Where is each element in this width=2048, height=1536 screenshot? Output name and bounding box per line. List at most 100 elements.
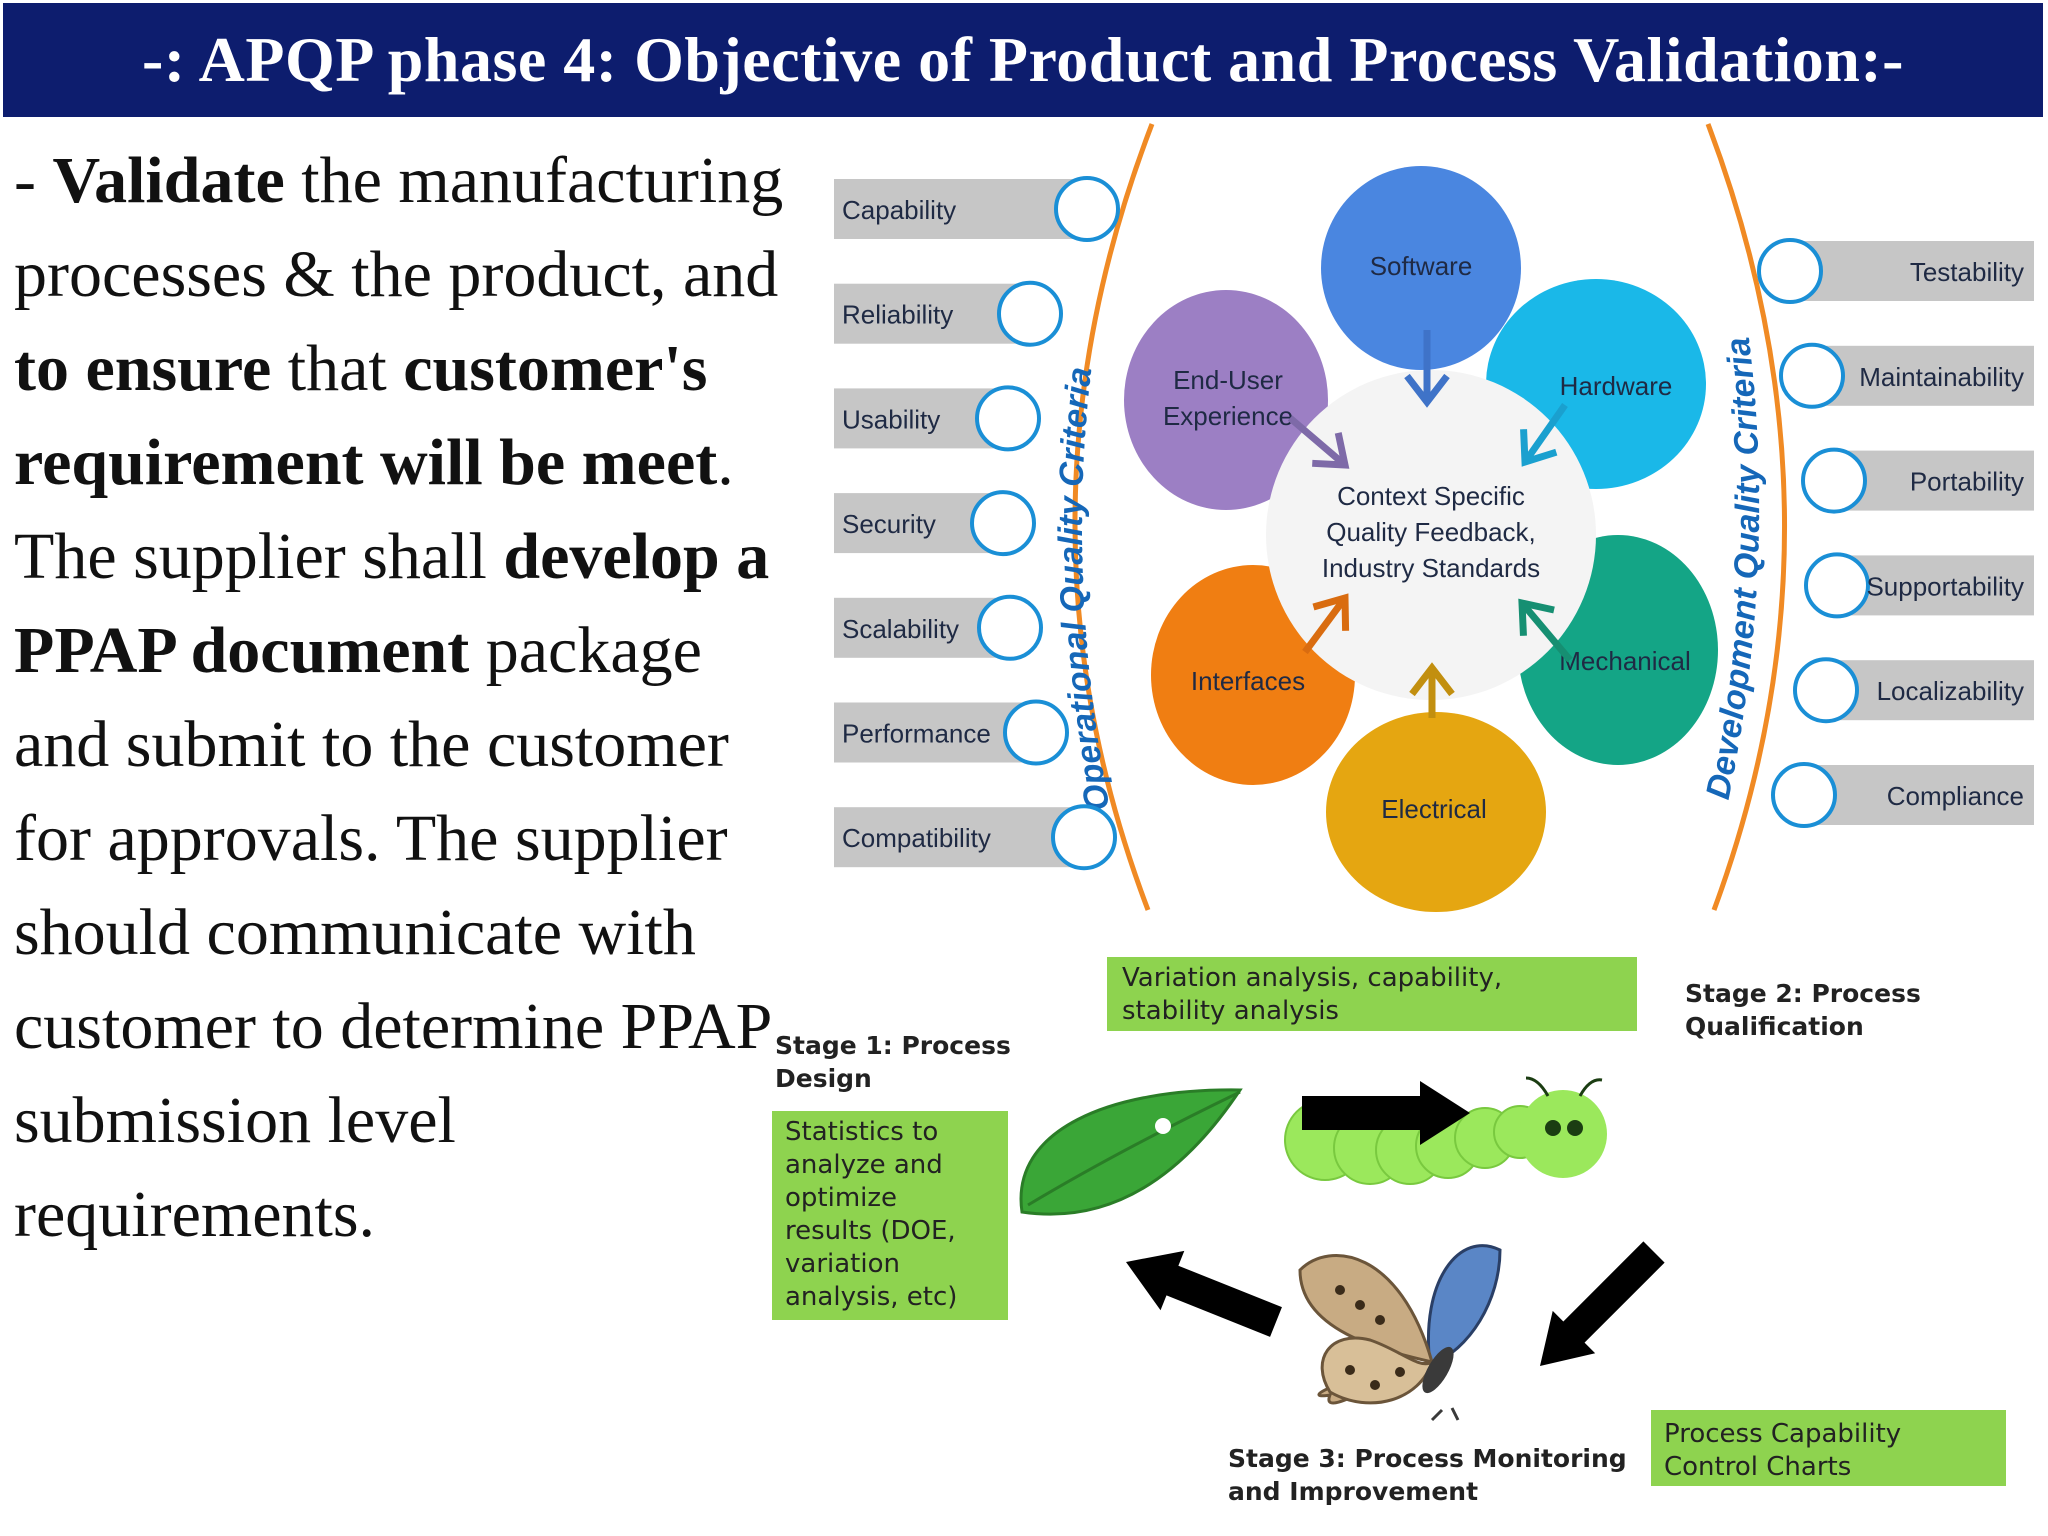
left-criteria-circle [975, 385, 1041, 452]
stage3-label: Stage 3: Process Monitoring [1228, 1444, 1627, 1473]
inward-arrow-shaft [1519, 600, 1573, 663]
right-criteria-circle [1801, 447, 1867, 514]
statistics-text: optimize [785, 1183, 897, 1213]
inward-arrow-head [1404, 373, 1450, 408]
left-criteria-label: Security [842, 509, 936, 539]
right-criteria-label: Localizability [1877, 676, 2024, 706]
butterfly-icon [1298, 1244, 1502, 1422]
left-criteria-circle [970, 490, 1036, 557]
right-criteria-circle [1771, 762, 1837, 828]
caterpillar-eye [1545, 1120, 1561, 1136]
petal-electrical [1326, 712, 1546, 912]
right-criteria-circle [1779, 342, 1845, 409]
page-title: -: APQP phase 4: Objective of Product an… [142, 24, 1904, 95]
right-criteria-label: Supportability [1866, 571, 2024, 601]
paragraph-bold-run: to ensure [14, 332, 272, 405]
petal-label: Software [1370, 251, 1473, 281]
inward-arrow-shaft [1287, 415, 1348, 468]
inward-arrow-head [1312, 593, 1350, 631]
inward-arrow-shaft [1302, 595, 1348, 655]
left-criteria-circle [1003, 699, 1069, 766]
title-bar: -: APQP phase 4: Objective of Product an… [3, 3, 2043, 117]
petal-end-user-experience [1124, 290, 1328, 510]
paragraph-run: that [271, 332, 404, 405]
left-criteria-label: Performance [842, 719, 991, 749]
arrow-qualification-to-monitoring [1540, 1241, 1665, 1366]
leaf-vein [1027, 1090, 1241, 1207]
paragraph-run: package and submit to the customer for a… [14, 614, 770, 1251]
butterfly-wing-blue [1427, 1244, 1502, 1368]
butterfly-wing-spot [1375, 1315, 1385, 1325]
caterpillar-antenna [1525, 1076, 1550, 1097]
right-criteria-label: Testability [1910, 257, 2024, 287]
stage2-label: Stage 2: Process [1685, 979, 1921, 1008]
right-criteria-bar [1804, 765, 2034, 825]
paragraph-bold-run: customer's requirement will be meet [14, 332, 718, 499]
petal-label: Mechanical [1559, 646, 1691, 676]
arrow-design-to-qualification [1302, 1081, 1470, 1145]
right-criteria-label: Portability [1910, 467, 2024, 497]
left-criteria-label: Compatibility [842, 823, 991, 853]
leaf-spot [1155, 1118, 1171, 1134]
arrow-monitoring-to-design [1126, 1250, 1282, 1337]
right-criteria-arc [1705, 123, 1788, 911]
capability-box [1651, 1410, 2006, 1486]
left-criteria-circle [997, 280, 1063, 347]
butterfly-wing-spot [1355, 1300, 1365, 1310]
paragraph-run: - [14, 144, 53, 217]
petal-label: End-User [1173, 365, 1283, 395]
stage1-label: Stage 1: Process [775, 1031, 1011, 1060]
paragraph-run: the manufacturing processes & the produc… [14, 144, 784, 311]
variation-analysis-text: Variation analysis, capability, [1122, 963, 1502, 993]
petal-label: Interfaces [1191, 666, 1305, 696]
left-criteria-bar [834, 702, 1036, 763]
butterfly-wing-spot [1395, 1367, 1405, 1377]
petal-software [1321, 166, 1521, 370]
inward-arrow-head [1518, 598, 1555, 636]
right-criteria-label: Maintainability [1859, 362, 2024, 392]
left-criteria-label: Scalability [842, 614, 959, 644]
caterpillar-eye [1567, 1120, 1583, 1136]
inward-arrow-head [1312, 432, 1350, 469]
right-criteria-circle [1757, 238, 1823, 304]
paragraph-bold-run: Validate [52, 144, 285, 217]
center-text: Quality Feedback, [1326, 517, 1536, 547]
caterpillar-icon [1284, 1076, 1607, 1185]
statistics-text: results (DOE, [785, 1216, 956, 1246]
butterfly-wing-spot [1370, 1380, 1380, 1390]
caterpillar-antenna [1578, 1078, 1603, 1097]
paragraph-run: . The supplier shall [14, 426, 734, 593]
inward-arrow-head [1409, 662, 1455, 697]
right-criteria-bar [1790, 241, 2034, 301]
statistics-box [772, 1111, 1008, 1320]
butterfly-body [1422, 1346, 1454, 1394]
petal-label: Hardware [1560, 371, 1673, 401]
center-text: Industry Standards [1322, 553, 1540, 583]
right-criteria-circle [1793, 657, 1859, 724]
left-criteria-bar [834, 807, 1084, 868]
variation-analysis-box [1107, 957, 1637, 1031]
left-criteria-circle [977, 594, 1043, 661]
right-criteria-circle [1804, 552, 1870, 619]
statistics-text: variation [785, 1249, 900, 1279]
left-criteria-label: Usability [842, 404, 940, 434]
butterfly-wing-spot [1335, 1285, 1345, 1295]
left-criteria-arc [1072, 123, 1155, 911]
inward-arrow-head [1520, 429, 1558, 467]
leaf-icon [1019, 1088, 1243, 1216]
caterpillar-head [1519, 1090, 1607, 1178]
butterfly-wing-spot [1345, 1365, 1355, 1375]
right-criteria-label: Compliance [1887, 781, 2024, 811]
inward-arrow-shaft [1522, 402, 1568, 465]
left-criteria-bar [834, 179, 1087, 239]
statistics-text: Statistics to [785, 1117, 938, 1147]
capability-text: Control Charts [1664, 1452, 1851, 1482]
left-criteria-circle [1051, 804, 1117, 871]
stage1-label: Design [775, 1064, 872, 1093]
capability-text: Process Capability [1664, 1419, 1901, 1449]
statistics-text: analyze and [785, 1150, 943, 1180]
statistics-text: analysis, etc) [785, 1282, 957, 1312]
stage2-label: Qualification [1685, 1012, 1864, 1041]
left-criteria-label: Reliability [842, 300, 953, 330]
